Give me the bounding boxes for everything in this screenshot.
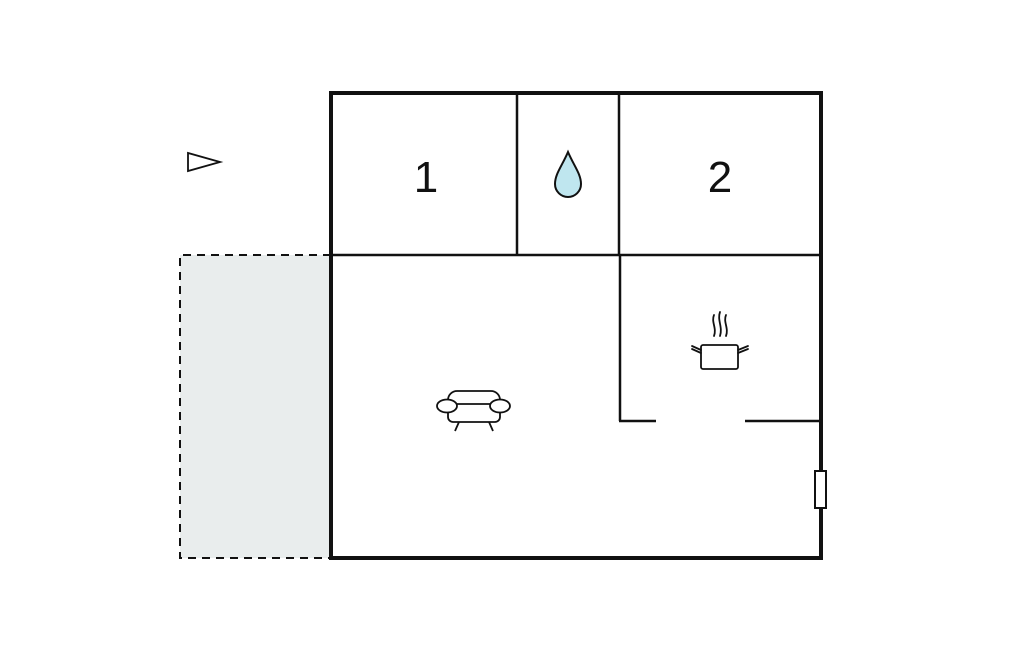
window (814, 470, 827, 509)
water-drop-icon (553, 149, 583, 198)
interior-walls (331, 93, 821, 423)
north-arrow-icon (187, 151, 224, 173)
terrace (179, 254, 331, 559)
room-label-2: 2 (708, 153, 732, 202)
sofa-icon (436, 390, 511, 432)
cooking-pot-icon (691, 311, 749, 370)
outer-walls (329, 91, 823, 560)
room-label-1: 1 (414, 153, 438, 202)
